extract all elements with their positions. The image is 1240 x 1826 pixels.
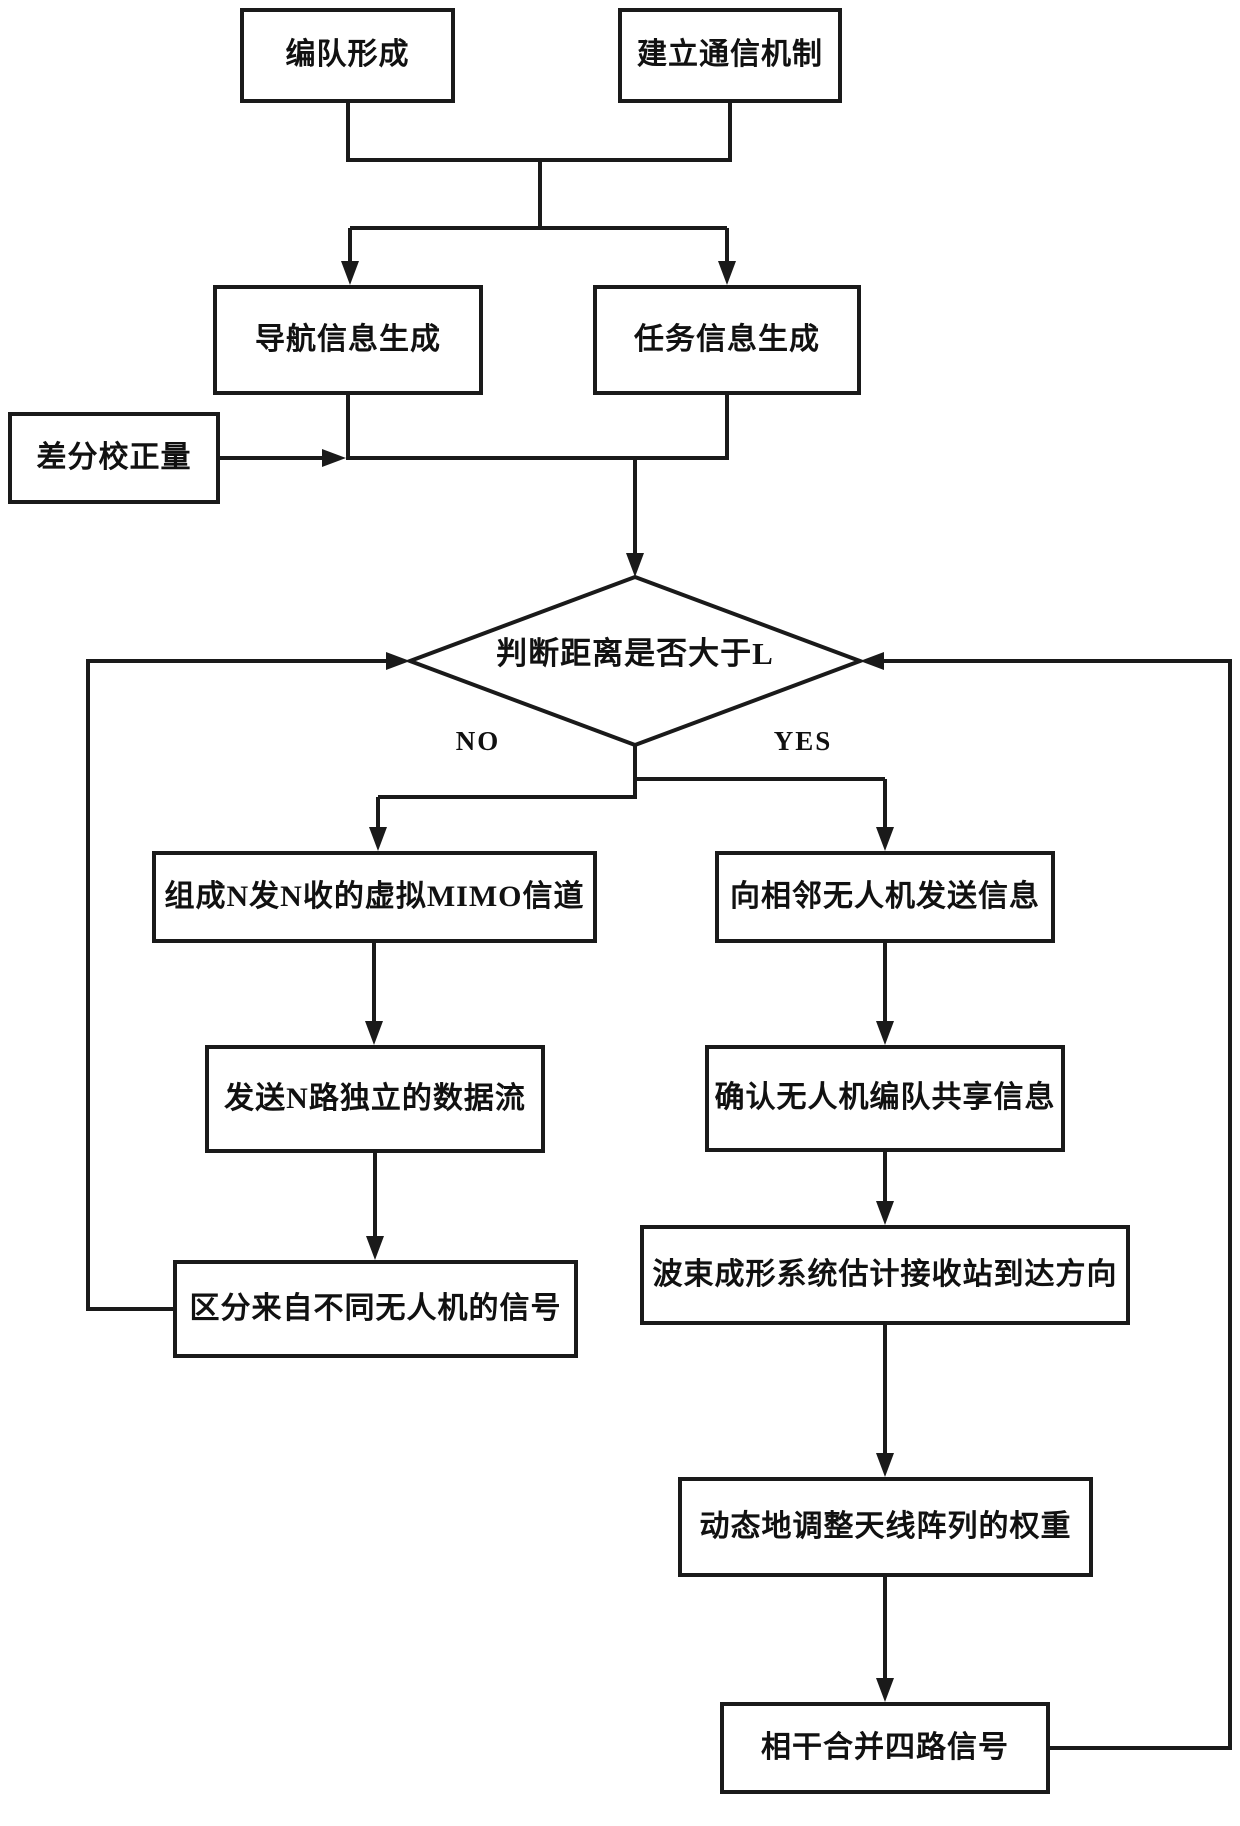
node-send-neighbor: 向相邻无人机发送信息: [715, 851, 1055, 943]
node-adjust-weights: 动态地调整天线阵列的权重: [678, 1477, 1093, 1577]
arrowheads: [322, 261, 894, 1702]
node-nav-info: 导航信息生成: [213, 285, 483, 395]
node-combine-signals: 相干合并四路信号: [720, 1702, 1050, 1794]
branch-label-yes: YES: [773, 725, 833, 756]
node-formation: 编队形成: [240, 8, 455, 103]
node-diff-correction: 差分校正量: [8, 412, 220, 504]
node-task-info: 任务信息生成: [593, 285, 861, 395]
decision-label: 判断距离是否大于L: [496, 635, 774, 671]
node-distinguish-signals: 区分来自不同无人机的信号: [173, 1260, 578, 1358]
decision-diamond-shape: [404, 574, 866, 748]
connector-lines: [86, 103, 1232, 1750]
node-establish-comm: 建立通信机制: [618, 8, 842, 103]
node-confirm-share: 确认无人机编队共享信息: [705, 1045, 1065, 1152]
branch-label-no: NO: [455, 725, 501, 756]
node-data-streams: 发送N路独立的数据流: [205, 1045, 545, 1153]
node-mimo-channel: 组成N发N收的虚拟MIMO信道: [152, 851, 597, 943]
node-beamforming: 波束成形系统估计接收站到达方向: [640, 1225, 1130, 1325]
